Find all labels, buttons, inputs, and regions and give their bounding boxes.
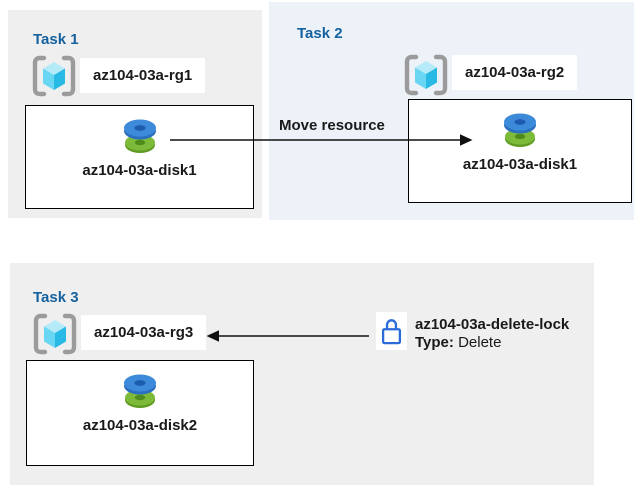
task3-title: Task 3 <box>33 289 79 307</box>
disk-icon <box>502 110 538 152</box>
resource-group-icon <box>31 312 79 356</box>
task1-title: Task 1 <box>33 31 79 49</box>
delete-lock-annotation: az104-03a-delete-lock Type: Delete <box>376 312 569 352</box>
disk-icon <box>122 116 158 158</box>
resource-name: az104-03a-disk1 <box>82 162 197 179</box>
resource-name: az104-03a-disk1 <box>462 156 578 173</box>
task2-panel: Task 2 az104-03a-rg2 <box>269 2 634 220</box>
task2-title: Task 2 <box>297 25 343 43</box>
lock-type-label: Type: <box>415 334 454 351</box>
resource-group-name: az104-03a-rg1 <box>80 58 206 93</box>
task1-panel: Task 1 az104-03a-rg1 <box>8 10 262 218</box>
task2-resource-box: az104-03a-disk1 <box>408 99 632 203</box>
resource-name: az104-03a-disk2 <box>82 417 198 434</box>
lock-type-value: Delete <box>458 334 502 351</box>
lock-type: Type: Delete <box>415 334 569 352</box>
resource-group-name: az104-03a-rg3 <box>81 315 207 350</box>
resource-group-icon <box>402 53 450 97</box>
resource-group-name: az104-03a-rg2 <box>452 55 578 90</box>
lock-name: az104-03a-delete-lock <box>415 316 570 333</box>
lock-details: az104-03a-delete-lock Type: Delete <box>415 312 569 352</box>
disk-icon <box>122 371 158 413</box>
task3-panel: Task 3 az104-03a-rg3 <box>10 263 594 485</box>
resource-group-icon <box>30 54 78 98</box>
move-resource-label: Move resource <box>279 117 385 134</box>
task3-resource-box: az104-03a-disk2 <box>26 360 254 466</box>
task1-resource-box: az104-03a-disk1 <box>25 105 254 209</box>
lock-icon <box>376 312 407 350</box>
